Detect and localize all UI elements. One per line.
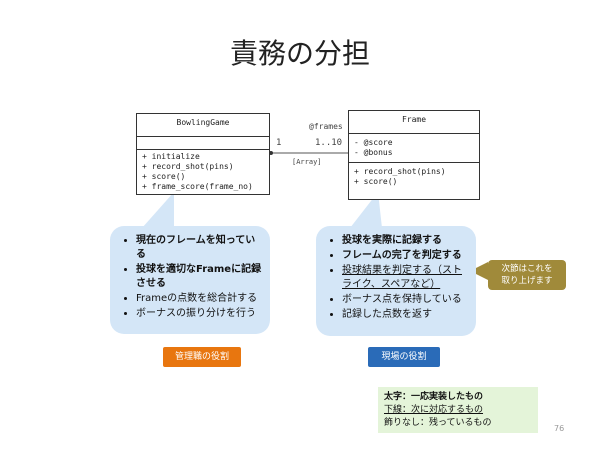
class-name: Frame bbox=[349, 111, 479, 134]
slide-title: 責務の分担 bbox=[229, 37, 370, 70]
list-item: 記録した点数を返す bbox=[342, 308, 468, 322]
callout-line: 次節はこれを bbox=[501, 264, 553, 274]
class-frame: Frame - @score - @bonus + record_shot(pi… bbox=[348, 110, 480, 200]
left-multiplicity: 1 bbox=[276, 138, 282, 148]
method: + score() bbox=[354, 177, 398, 186]
bubble-left-tail bbox=[142, 192, 174, 228]
method: + frame_score(frame_no) bbox=[142, 182, 253, 191]
responsibility-list: 投球を実際に記録する フレームの完了を判定する 投球結果を判定する（ストライク、… bbox=[326, 234, 468, 322]
callout-pointer bbox=[470, 262, 488, 280]
responsibility-list: 現在のフレームを知っている 投球を適切なFrameに記録させる Frameの点数… bbox=[120, 234, 262, 321]
bubble-right: 投球を実際に記録する フレームの完了を判定する 投球結果を判定する（ストライク、… bbox=[316, 226, 476, 336]
legend-underline: 下線：次に対応するもの bbox=[384, 405, 484, 415]
attribute: - @score bbox=[354, 138, 393, 147]
method: + record_shot(pins) bbox=[142, 162, 234, 171]
list-item: フレームの完了を判定する bbox=[342, 249, 468, 263]
class-bowlinggame: BowlingGame + initialize + record_shot(p… bbox=[136, 113, 270, 195]
method: + score() bbox=[142, 172, 186, 181]
method: + initialize bbox=[142, 152, 200, 161]
next-section-callout: 次節はこれを 取り上げます bbox=[488, 260, 566, 290]
list-item: Frameの点数を総合計する bbox=[136, 292, 262, 306]
association-type: [Array] bbox=[292, 158, 322, 166]
list-item-text: 投球結果を判定する（ストライク、スペアなど） bbox=[342, 265, 462, 290]
page-number: 76 bbox=[554, 424, 565, 433]
role-label: @frames bbox=[309, 122, 343, 131]
list-item: ボーナス点を保持している bbox=[342, 293, 468, 307]
method: + record_shot(pins) bbox=[354, 167, 446, 176]
legend-box: 太字：一応実装したもの 下線：次に対応するもの 飾りなし：残っているもの bbox=[378, 387, 538, 433]
attributes-section: - @score - @bonus bbox=[349, 134, 479, 163]
attribute: - @bonus bbox=[354, 148, 393, 157]
list-item: 現在のフレームを知っている bbox=[136, 234, 262, 262]
bubble-left: 現在のフレームを知っている 投球を適切なFrameに記録させる Frameの点数… bbox=[110, 226, 270, 334]
methods-section: + initialize + record_shot(pins) + score… bbox=[137, 150, 269, 194]
list-item: 投球を適切なFrameに記録させる bbox=[136, 263, 262, 291]
legend-bold: 太字：一応実装したもの bbox=[384, 392, 484, 402]
list-item: 投球結果を判定する（ストライク、スペアなど） bbox=[342, 264, 468, 292]
right-multiplicity: 1..10 bbox=[315, 138, 343, 148]
tag-field-role: 現場の役割 bbox=[368, 347, 440, 367]
composition-dot bbox=[269, 151, 273, 155]
legend-plain: 飾りなし：残っているもの bbox=[384, 418, 492, 428]
list-item: 投球を実際に記録する bbox=[342, 234, 468, 248]
list-item: ボーナスの振り分けを行う bbox=[136, 307, 262, 321]
tag-manager-role: 管理職の役割 bbox=[163, 347, 241, 367]
bubble-right-tail bbox=[350, 192, 382, 228]
class-name: BowlingGame bbox=[137, 114, 269, 137]
attributes-section bbox=[137, 137, 269, 150]
callout-line: 取り上げます bbox=[501, 276, 553, 286]
methods-section: + record_shot(pins) + score() bbox=[349, 163, 479, 189]
